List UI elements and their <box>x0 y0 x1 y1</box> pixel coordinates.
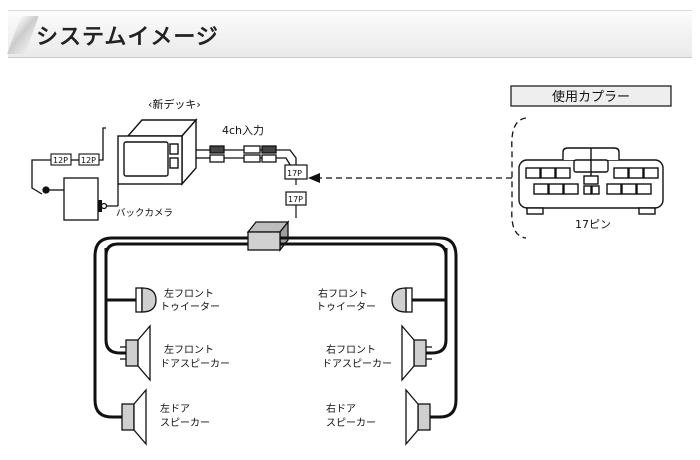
input-label: 4ch入力 <box>222 124 264 137</box>
left-door-label-1: 左ドア <box>160 402 190 415</box>
right-door-label-2: スピーカー <box>326 417 376 429</box>
svg-text:使用カプラー: 使用カプラー <box>552 89 630 105</box>
coupler-pin-label: 17ピン <box>575 218 611 231</box>
head-unit <box>117 118 198 186</box>
right-tweeter-label-2: トゥイーター <box>316 301 376 313</box>
left-front-door-speaker <box>120 324 151 382</box>
coupler-17pin-connector <box>518 147 664 215</box>
svg-text:12P: 12P <box>81 156 96 165</box>
right-door-speaker <box>405 388 431 446</box>
connector-17p-lower: 17P <box>285 191 307 206</box>
connector-12p-a: 12P <box>50 153 72 166</box>
right-front-door-speaker <box>401 324 432 382</box>
back-camera-unit <box>63 177 102 221</box>
left-door-speaker <box>121 388 147 446</box>
left-tweeter <box>135 287 157 313</box>
camera-label: バックカメラ <box>116 208 173 219</box>
coupler-bracket <box>511 117 527 239</box>
left-tweeter-label-2: トゥイーター <box>160 301 220 313</box>
speaker-harness-loop <box>93 236 458 419</box>
deck-label: ‹新デッキ› <box>148 97 201 111</box>
right-front-door-label-2: ドアスピーカー <box>322 358 392 370</box>
right-door-label-1: 右ドア <box>326 402 356 415</box>
coupler-pointer-arrow <box>308 173 512 183</box>
rca-cables <box>196 145 297 169</box>
left-door-label-2: スピーカー <box>160 417 210 429</box>
svg-text:12P: 12P <box>53 156 68 165</box>
header-bar: システムイメージ <box>7 10 692 58</box>
right-tweeter <box>391 287 413 313</box>
connector-12p-b: 12P <box>78 153 100 166</box>
right-front-door-label-1: 右フロント <box>326 343 376 356</box>
left-front-door-label-2: ドアスピーカー <box>160 358 230 370</box>
coupler-title-box: 使用カプラー <box>510 85 672 107</box>
camera-wiring <box>31 127 119 210</box>
left-tweeter-label-1: 左フロント <box>164 287 214 300</box>
right-tweeter-label-1: 右フロント <box>318 287 368 300</box>
svg-text:17P: 17P <box>288 195 303 204</box>
page-title: システムイメージ <box>36 25 219 50</box>
harness-junction <box>246 220 290 252</box>
connector-17p-upper: 17P <box>284 164 308 180</box>
svg-text:17P: 17P <box>287 169 302 178</box>
left-front-door-label-1: 左フロント <box>164 343 214 356</box>
